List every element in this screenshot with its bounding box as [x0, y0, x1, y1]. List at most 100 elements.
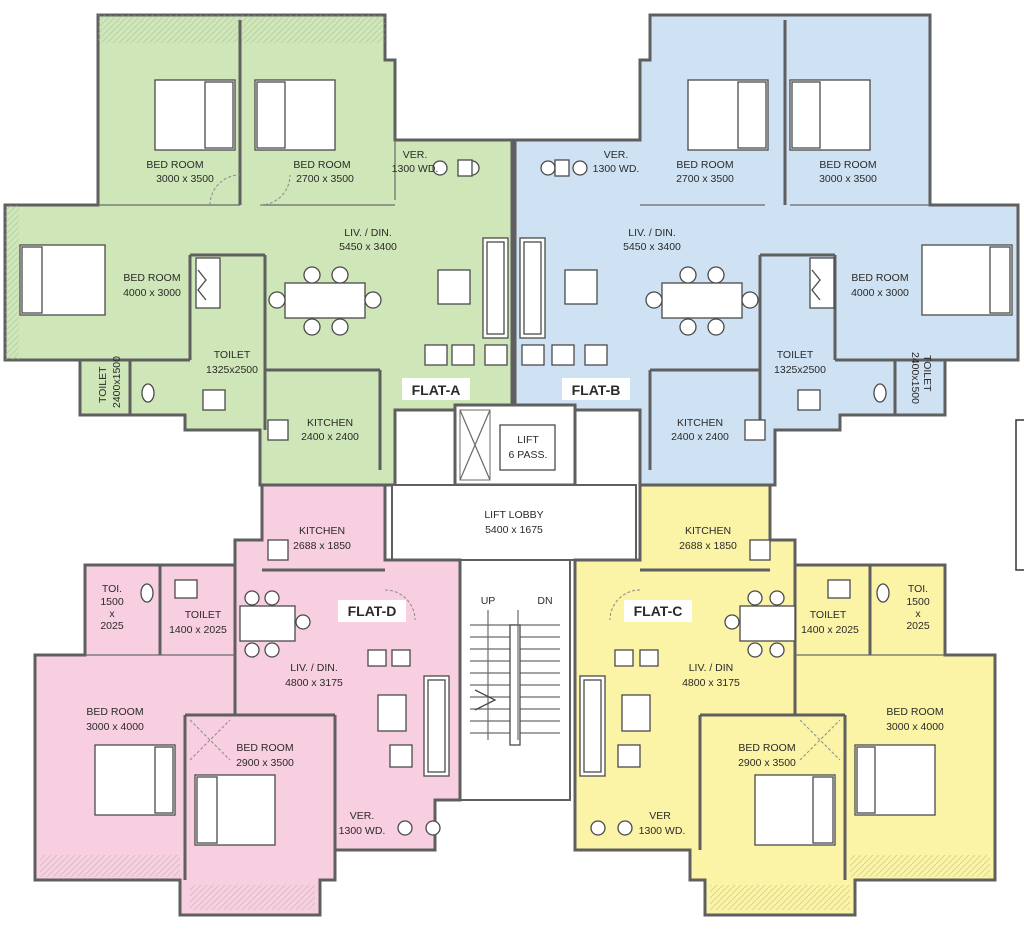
room-name: TOILET: [777, 349, 814, 361]
sink-icon: [744, 419, 766, 441]
room-name: BED ROOM: [819, 159, 876, 171]
room-name: VER.: [403, 149, 428, 161]
room-size: 4800 x 3175: [682, 677, 740, 689]
dining-table-icon: [239, 590, 311, 658]
room-size: 5450 x 3400: [339, 241, 397, 253]
dining-table-icon: [724, 590, 796, 658]
room-name: LIV. / DIN: [689, 662, 734, 674]
room-name: TOILET: [185, 609, 222, 621]
room-size: 3000 x 3500: [156, 173, 214, 185]
room-size: 1325x2500: [206, 364, 258, 376]
room-size: 1300 WD.: [392, 163, 439, 175]
coffee-table-icon: [437, 269, 471, 305]
room-name: LIV. / DIN.: [344, 227, 391, 239]
sink-icon: [267, 419, 289, 441]
room-name: BED ROOM: [86, 706, 143, 718]
wardrobe-icon: [590, 820, 633, 836]
washbasin-icon: [174, 579, 198, 599]
bed-icon: [254, 79, 336, 151]
flat-b-area: [513, 13, 1020, 487]
room-name: KITCHEN: [685, 525, 731, 537]
flat-c-tag: FLAT-C: [634, 603, 683, 619]
sofa-icon: [579, 675, 606, 777]
flat-a: BED ROOM 3000 x 3500 BED ROOM 2700 x 350…: [3, 13, 514, 487]
flat-b-tag: FLAT-B: [572, 382, 621, 398]
wc-icon: [876, 583, 890, 603]
room-size-h: 2025: [100, 620, 124, 632]
room-size: 5450 x 3400: [623, 241, 681, 253]
room-name: TOI.: [908, 583, 928, 595]
room-name: BED ROOM: [851, 272, 908, 284]
wc-icon: [540, 159, 588, 177]
room-name: TOILET: [810, 609, 847, 621]
room-size: 1300 WD.: [639, 825, 686, 837]
armchair-icon: [614, 649, 659, 667]
flat-b: BED ROOM 2700 x 3500 BED ROOM 3000 x 350…: [513, 13, 1020, 487]
wc-icon: [432, 159, 480, 177]
wc-icon: [141, 383, 155, 403]
room-size: 2400x1500: [909, 352, 921, 404]
sofa-icon: [423, 675, 450, 777]
flat-a-tag: FLAT-A: [412, 382, 461, 398]
bed-icon: [789, 79, 871, 151]
armchair-icon: [424, 344, 508, 366]
room-size: 1400 x 2025: [169, 624, 227, 636]
room-name: BED ROOM: [738, 742, 795, 754]
room-size: 4000 x 3000: [123, 287, 181, 299]
lift-label: LIFT: [517, 434, 539, 446]
room-size: 3000 x 3500: [819, 173, 877, 185]
room-name: KITCHEN: [299, 525, 345, 537]
room-name: KITCHEN: [677, 417, 723, 429]
bed-icon: [754, 774, 836, 846]
flat-d-tag: FLAT-D: [348, 603, 397, 619]
flat-c: KITCHEN 2688 x 1850 TOI. 1500 x 2025 TOI…: [573, 483, 997, 917]
room-size: 4000 x 3000: [851, 287, 909, 299]
room-size: 4800 x 3175: [285, 677, 343, 689]
lift-capacity: 6 PASS.: [509, 449, 548, 461]
lift-lobby-label: LIFT LOBBY: [484, 509, 543, 521]
room-name: BED ROOM: [123, 272, 180, 284]
room-size: 2400 x 2400: [671, 431, 729, 443]
bed-icon: [19, 244, 106, 316]
room-size: 2900 x 3500: [236, 757, 294, 769]
armchair-icon: [389, 744, 413, 768]
room-size-w: 1500: [906, 596, 930, 608]
bed-icon: [921, 244, 1013, 316]
stair-down-label: DN: [537, 595, 552, 607]
stair-up-label: UP: [481, 595, 496, 607]
sink-icon: [267, 539, 289, 561]
room-size: 1325x2500: [774, 364, 826, 376]
armchair-icon: [367, 649, 411, 667]
room-name: BED ROOM: [236, 742, 293, 754]
room-size: 1400 x 2025: [801, 624, 859, 636]
room-name: TOI.: [102, 583, 122, 595]
room-name: BED ROOM: [146, 159, 203, 171]
bed-icon: [154, 79, 236, 151]
room-size: 2700 x 3500: [296, 173, 354, 185]
room-name: VER.: [350, 810, 375, 822]
room-name: KITCHEN: [307, 417, 353, 429]
sink-icon: [749, 539, 771, 561]
bed-icon: [194, 774, 276, 846]
dining-table-icon: [645, 266, 759, 336]
bed-icon: [854, 744, 936, 816]
room-name: BED ROOM: [676, 159, 733, 171]
lift-lobby: [391, 484, 637, 561]
room-size: 2688 x 1850: [293, 540, 351, 552]
core: LIFT 6 PASS. LIFT LOBBY 5400 x 1675 UP D…: [391, 403, 637, 801]
wardrobe-icon: [397, 820, 441, 836]
room-size: 2700 x 3500: [676, 173, 734, 185]
wardrobe-icon: [809, 257, 835, 309]
room-size: 3000 x 4000: [886, 721, 944, 733]
sofa-icon: [482, 237, 509, 339]
room-name: TOILET: [921, 355, 933, 392]
bed-icon: [687, 79, 769, 151]
washbasin-icon: [202, 389, 226, 411]
room-name: TOILET: [214, 349, 251, 361]
room-size: 2688 x 1850: [679, 540, 737, 552]
door-swing-icon: [384, 589, 416, 621]
staircase: [459, 559, 571, 801]
legend-box: [1015, 419, 1024, 571]
room-name: VER.: [604, 149, 629, 161]
